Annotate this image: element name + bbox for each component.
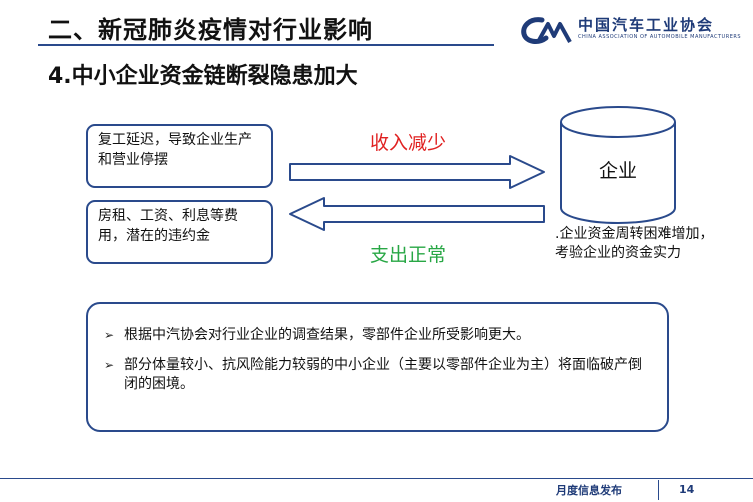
cause-box-expenses: 房租、工资、利息等费用，潜在的违约金	[86, 200, 273, 264]
enterprise-label: 企业	[598, 160, 637, 182]
cause-box-delay: 复工延迟，导致企业生产和营业停摆	[86, 124, 273, 188]
logo-text: 中国汽车工业协会	[578, 16, 715, 34]
income-arrow-icon	[289, 155, 545, 189]
bullet-item: ➢ 部分体量较小、抗风险能力较弱的中小企业（主要以零部件企业为主）将面临破产倒闭…	[104, 356, 651, 394]
enterprise-cylinder-icon	[560, 106, 676, 224]
title-underline	[38, 44, 494, 46]
enterprise-description: .企业资金周转困难增加，考验企业的资金实力	[555, 226, 714, 261]
slide-subtitle: 4.中小企业资金链断裂隐患加大	[48, 64, 358, 89]
expense-arrow-icon	[289, 197, 545, 231]
expense-normal-label: 支出正常	[370, 244, 447, 266]
income-decrease-label: 收入减少	[370, 132, 447, 154]
footer-label: 月度信息发布	[556, 484, 622, 497]
slide-title: 二、新冠肺炎疫情对行业影响	[48, 16, 373, 44]
footer-rule	[0, 478, 753, 479]
caam-logo-icon	[521, 17, 572, 44]
page-number: 14	[679, 483, 695, 496]
logo-subtext: CHINA ASSOCIATION OF AUTOMOBILE MANUFACT…	[578, 34, 742, 40]
caam-logo: 中国汽车工业协会 CHINA ASSOCIATION OF AUTOMOBILE…	[520, 12, 745, 52]
bullet-text: 根据中汽协会对行业企业的调查结果，零部件企业所受影响更大。	[124, 327, 530, 343]
arrow-bullet-icon: ➢	[104, 328, 115, 342]
findings-box: ➢ 根据中汽协会对行业企业的调查结果，零部件企业所受影响更大。 ➢ 部分体量较小…	[86, 302, 669, 432]
arrow-bullet-icon: ➢	[104, 358, 115, 372]
bullet-text: 部分体量较小、抗风险能力较弱的中小企业（主要以零部件企业为主）将面临破产倒闭的困…	[124, 357, 642, 392]
footer-divider	[658, 480, 659, 500]
bullet-item: ➢ 根据中汽协会对行业企业的调查结果，零部件企业所受影响更大。	[104, 326, 651, 345]
